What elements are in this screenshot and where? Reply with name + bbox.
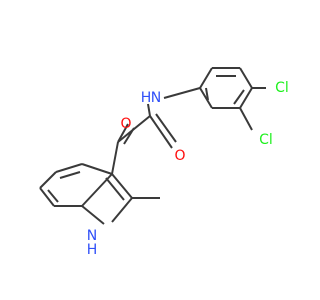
amide-n-label: N <box>151 90 161 106</box>
bond <box>149 115 173 149</box>
amide-linkage <box>117 87 201 149</box>
bond <box>39 187 55 207</box>
bond <box>47 189 59 203</box>
bond <box>239 107 253 131</box>
molecule-canvas: N H O O N H Cl Cl <box>39 67 289 258</box>
bond <box>199 87 213 109</box>
bond <box>123 127 135 145</box>
bond <box>117 123 129 143</box>
indole-n-label: N <box>87 228 97 244</box>
bond <box>199 67 213 89</box>
bond <box>105 177 125 201</box>
bond <box>55 163 83 173</box>
bond <box>81 173 113 207</box>
cl-meta-label: Cl <box>259 132 273 148</box>
bond <box>233 89 245 105</box>
bond <box>239 87 253 109</box>
bond <box>111 197 133 223</box>
bond <box>111 173 133 199</box>
ketone-o-label: O <box>120 116 131 132</box>
bond <box>59 171 81 179</box>
bond <box>205 87 209 101</box>
amide-o-label: O <box>174 148 185 164</box>
bond <box>39 171 57 189</box>
indole-h-label: H <box>87 242 98 258</box>
bond <box>81 163 113 175</box>
bond <box>239 67 253 89</box>
structure-diagram: N H O O N H Cl Cl <box>39 67 289 258</box>
bond <box>81 205 105 225</box>
bond <box>147 103 151 117</box>
cl-para-label: Cl <box>275 80 289 96</box>
indole-ring <box>39 141 160 225</box>
bond <box>111 141 119 175</box>
bond <box>163 87 201 99</box>
amide-h-label: H <box>141 90 152 106</box>
dichlorophenyl-ring <box>199 67 266 131</box>
bond <box>155 113 177 143</box>
